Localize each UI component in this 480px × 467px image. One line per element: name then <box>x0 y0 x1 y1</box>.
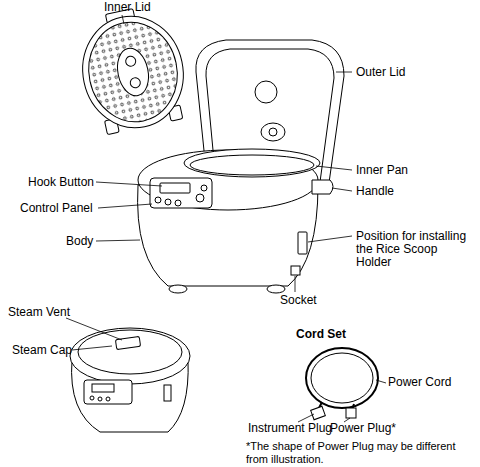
part-label: Steam Vent <box>8 306 88 319</box>
part-label: Outer Lid <box>356 66 466 79</box>
part-label: Hook Button <box>28 176 98 189</box>
part-label: Inner Lid <box>104 1 184 14</box>
part-label: Socket <box>280 294 340 307</box>
part-label: Power Plug* <box>330 422 420 435</box>
part-label: Handle <box>356 185 466 198</box>
part-label: Inner Pan <box>356 164 466 177</box>
part-label: Body <box>66 235 106 248</box>
cord-set <box>306 348 378 420</box>
rice-cooker <box>138 40 344 293</box>
part-label: Position for installing the Rice Scoop H… <box>356 230 468 269</box>
part-label: Steam Cap <box>12 344 92 357</box>
part-label: Power Cord <box>388 376 478 389</box>
part-label: Control Panel <box>20 202 100 215</box>
part-label: Cord Set <box>296 328 376 341</box>
closed-rice-cooker <box>70 328 190 432</box>
inner-lid <box>71 1 193 137</box>
part-label: *The shape of Power Plug may be differen… <box>246 440 478 466</box>
leader-lines <box>66 15 386 422</box>
